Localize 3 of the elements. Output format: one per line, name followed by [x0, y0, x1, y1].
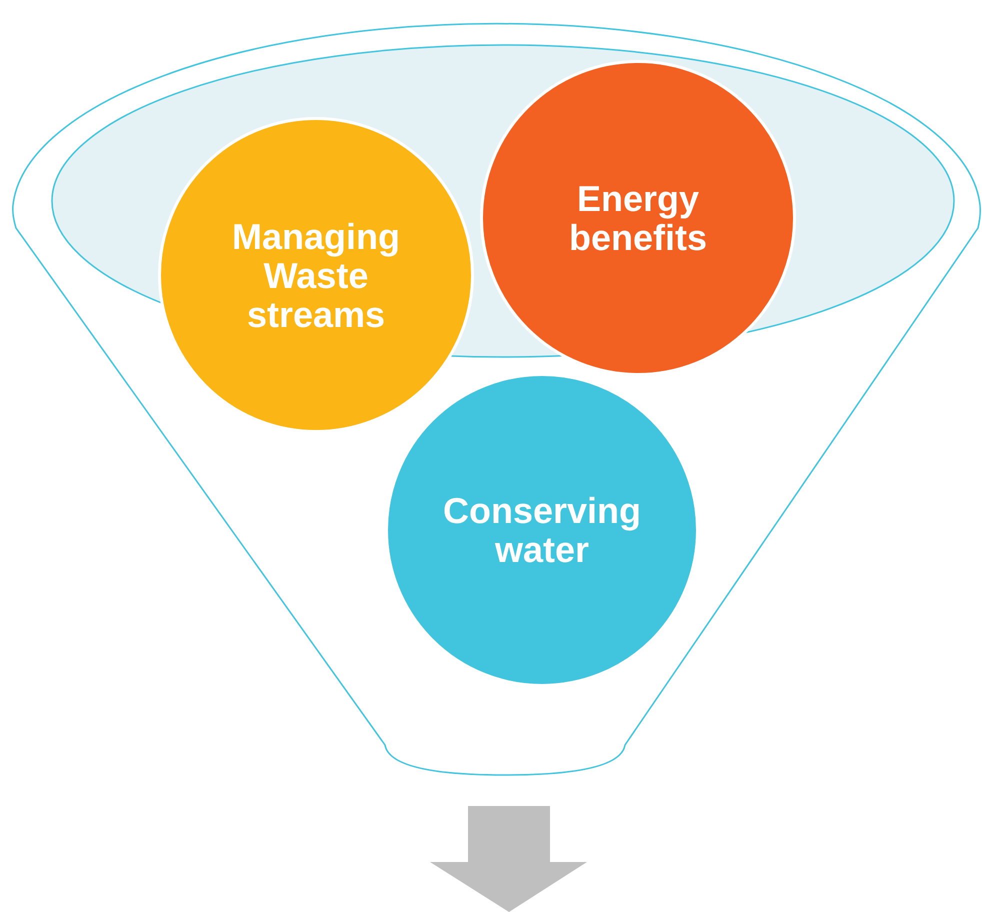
circle-label: Energy benefits [568, 179, 708, 257]
circle-label: Managing Waste streams [231, 216, 401, 334]
circle-label: Conserving water [442, 491, 642, 569]
